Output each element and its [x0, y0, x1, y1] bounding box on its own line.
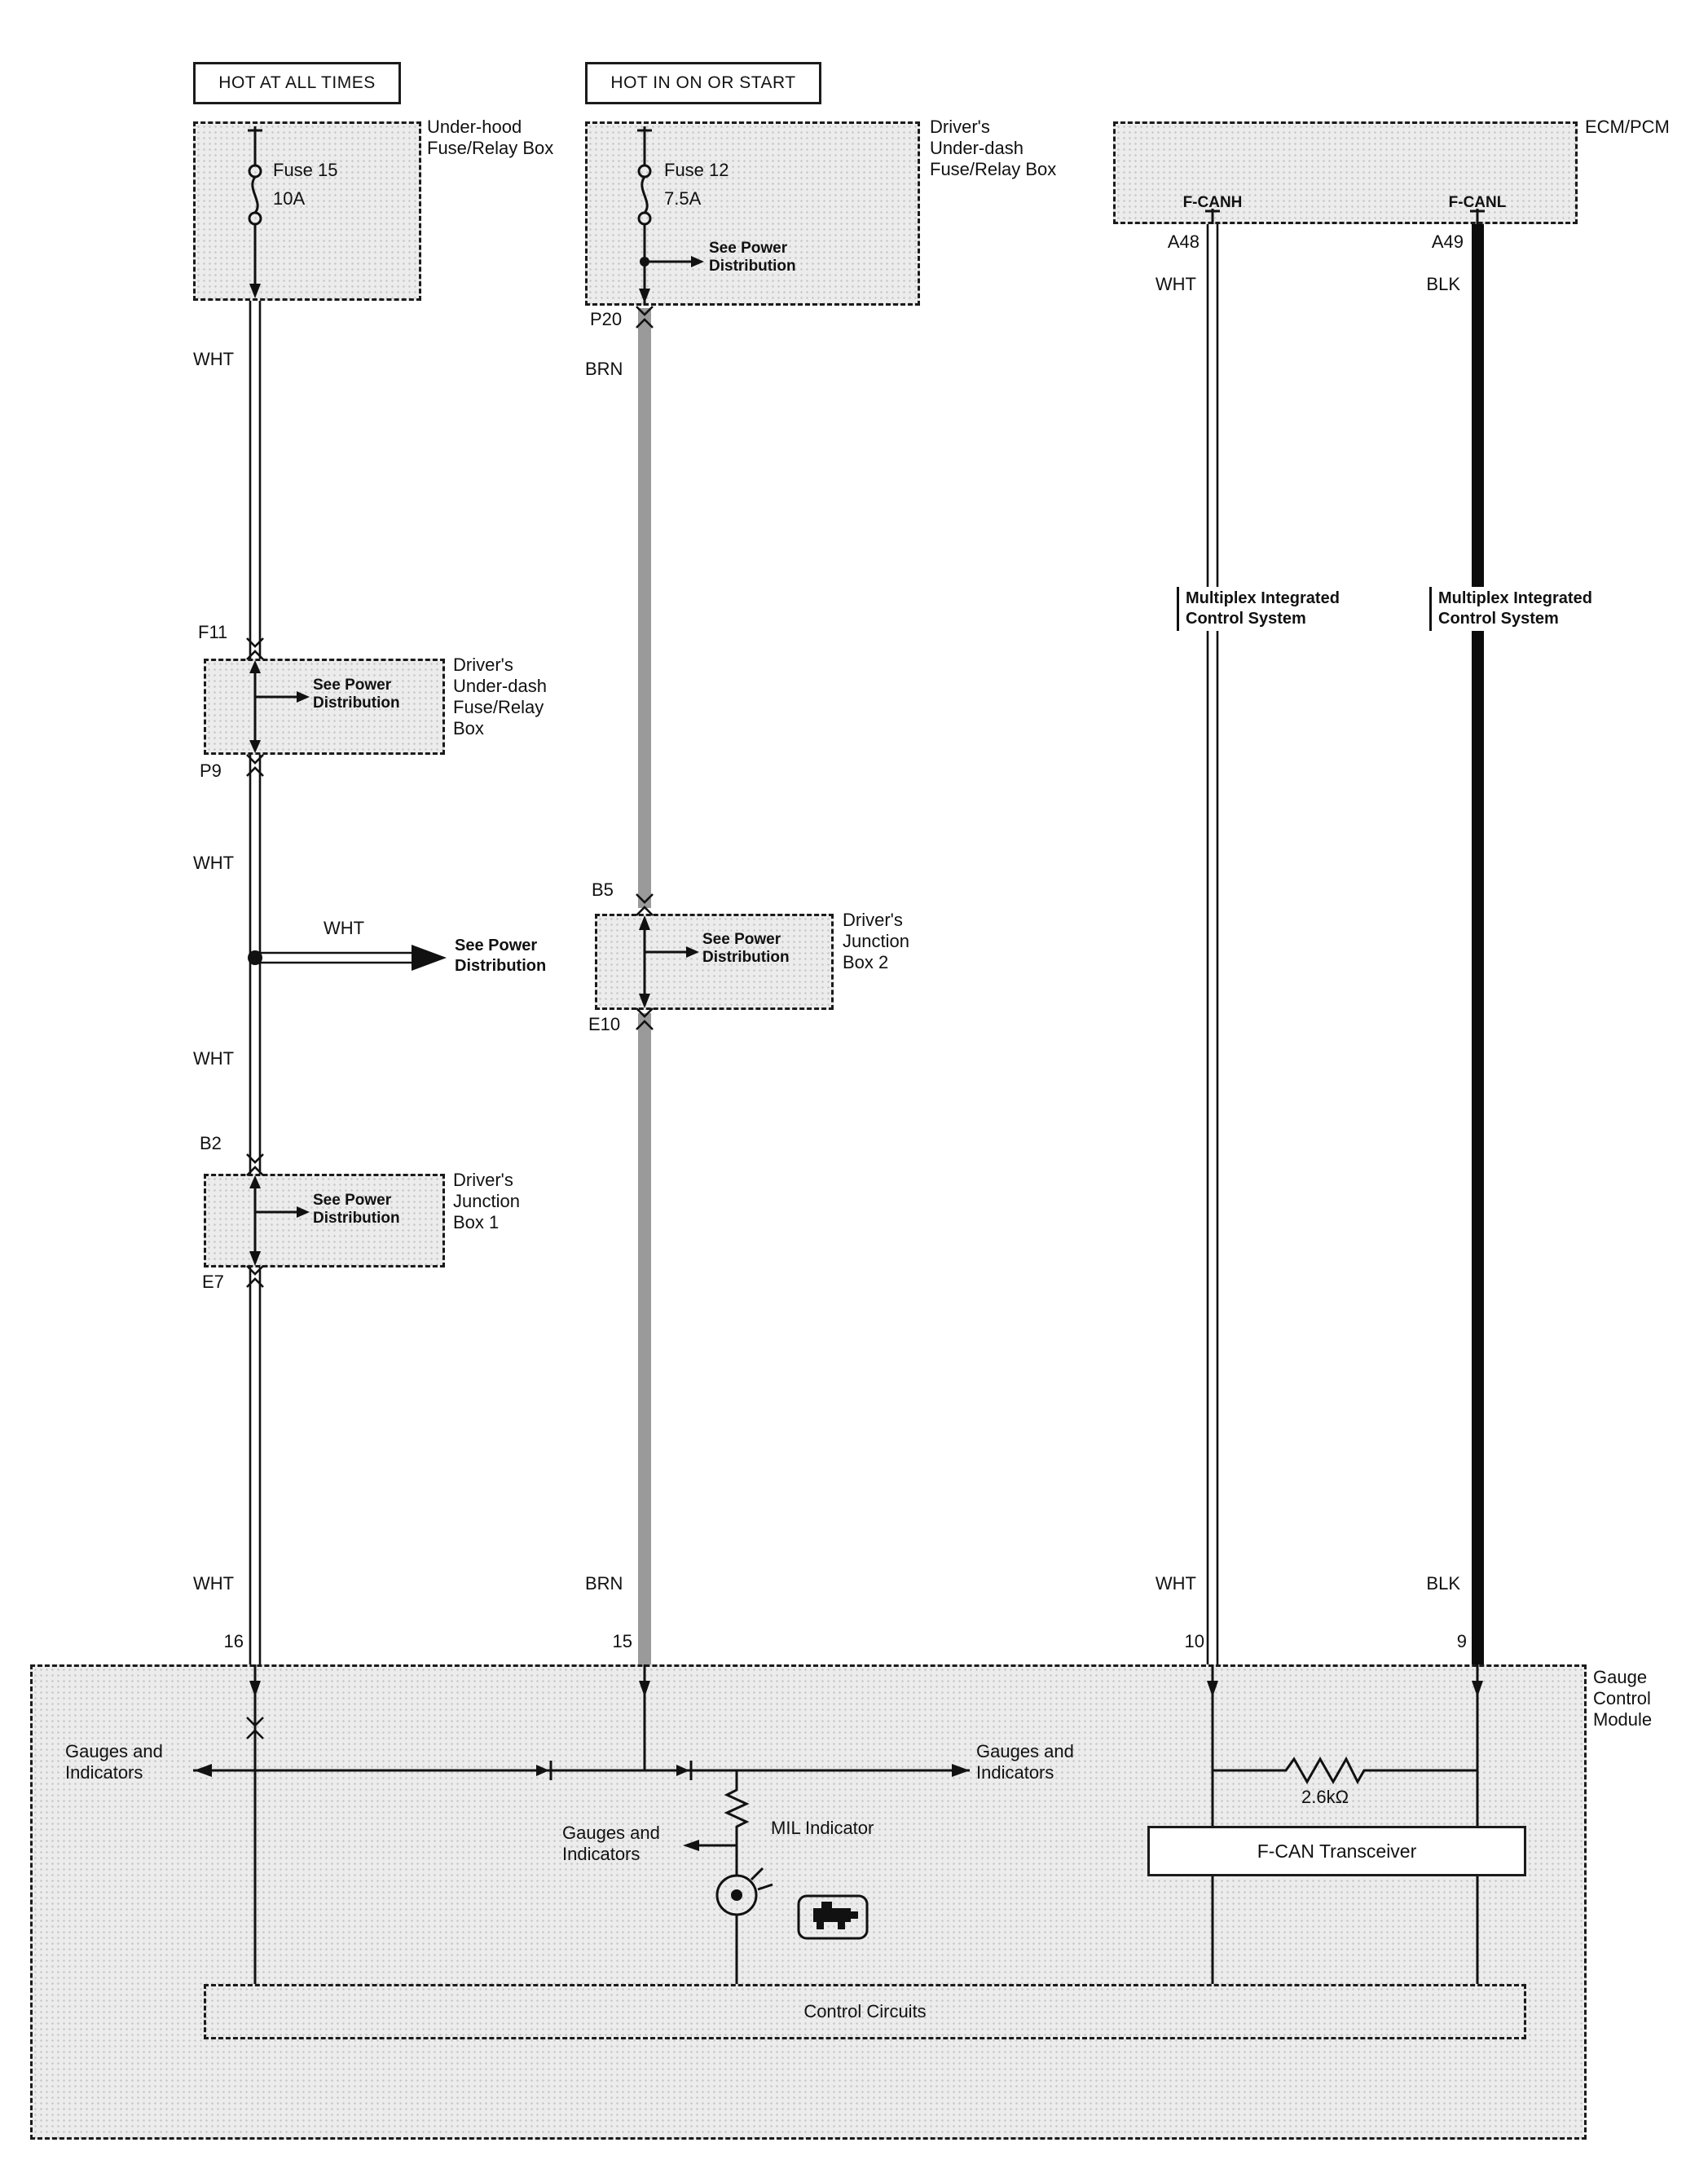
- multiplex-system-label-1: Multiplex Integrated Control System: [1177, 587, 1345, 631]
- underdash-fuse-relay-box-top: [585, 121, 920, 306]
- gauge-pin-9: 9: [1456, 1631, 1467, 1651]
- junction-dots: [248, 257, 649, 965]
- junction-box-2-label: Driver's Junction Box 2: [843, 910, 909, 972]
- pin-f11: F11: [198, 622, 228, 642]
- wire-color-wht-branch: WHT: [324, 918, 365, 938]
- control-circuits-box: Control Circuits: [204, 1984, 1526, 2039]
- fuse-15-rating: 10A: [273, 188, 306, 209]
- wire-color-brn-2: BRN: [585, 1573, 623, 1594]
- mil-indicator-label: MIL Indicator: [771, 1818, 874, 1838]
- hot-at-all-times-label: HOT AT ALL TIMES: [218, 73, 376, 92]
- gauge-pin-15: 15: [612, 1631, 632, 1651]
- see-power-distribution-4: See Power Distribution: [702, 931, 790, 967]
- wire-color-brn-1: BRN: [585, 359, 623, 379]
- gauges-indicators-mil: Gauges and Indicators: [562, 1823, 660, 1864]
- multiplex-system-label-2: Multiplex Integrated Control System: [1429, 587, 1597, 631]
- gauge-control-module-label: Gauge Control Module: [1593, 1667, 1653, 1730]
- gauge-pin-10: 10: [1184, 1631, 1204, 1651]
- wire-color-blk-can-bottom: BLK: [1426, 1573, 1460, 1594]
- pin-f-canh: F-CANH: [1182, 194, 1243, 211]
- mil-lamp-and-engine-glyph: [731, 1889, 858, 1929]
- brn-blk-wires: [638, 224, 1484, 1664]
- see-power-distribution-3: See Power Distribution: [709, 240, 796, 276]
- drivers-junction-box-2: [595, 914, 834, 1010]
- gauges-indicators-left: Gauges and Indicators: [65, 1741, 163, 1783]
- fuse-12-rating: 7.5A: [664, 188, 702, 209]
- connector-symbols: [246, 306, 654, 1739]
- wire-color-wht-can-top: WHT: [1155, 274, 1196, 294]
- resistor-value-label: 2.6kΩ: [1301, 1787, 1349, 1807]
- pin-b2: B2: [200, 1133, 222, 1153]
- gauges-indicators-right: Gauges and Indicators: [976, 1741, 1074, 1783]
- wire-color-wht-2: WHT: [193, 853, 235, 873]
- underhood-fuse-relay-box: [193, 121, 421, 301]
- pin-e10: E10: [588, 1014, 621, 1034]
- see-power-distribution-branch: See Power Distribution: [455, 937, 547, 975]
- junction-box-1-label: Driver's Junction Box 1: [453, 1170, 520, 1232]
- hot-in-on-or-start-header: HOT IN ON OR START: [585, 62, 821, 104]
- arrowheads: [194, 256, 1483, 1851]
- f-can-transceiver-label: F-CAN Transceiver: [1257, 1840, 1417, 1862]
- ecm-pcm-label: ECM/PCM: [1585, 117, 1670, 137]
- underhood-box-label: Under-hood Fuse/Relay Box: [427, 117, 554, 158]
- wire-color-wht-4: WHT: [193, 1573, 235, 1594]
- hot-at-all-times-header: HOT AT ALL TIMES: [193, 62, 401, 104]
- underdash-fuse-relay-box-left: [204, 659, 445, 755]
- wire-color-wht-1: WHT: [193, 349, 235, 369]
- ecm-pcm-box: [1113, 121, 1578, 224]
- gauge-control-module-box: [30, 1664, 1587, 2140]
- wire-color-wht-can-bottom: WHT: [1155, 1573, 1196, 1594]
- wht-wires: [249, 224, 1219, 1664]
- pin-a48: A48: [1167, 231, 1200, 252]
- pin-e7: E7: [202, 1272, 224, 1292]
- pin-a49: A49: [1431, 231, 1464, 252]
- pin-p9: P9: [200, 760, 222, 781]
- see-power-distribution-2: See Power Distribution: [313, 1192, 400, 1228]
- fuse-15-name: Fuse 15: [273, 160, 338, 180]
- pin-f-canl: F-CANL: [1448, 194, 1507, 211]
- hot-in-on-or-start-label: HOT IN ON OR START: [610, 73, 796, 92]
- pin-b5: B5: [592, 880, 614, 900]
- wire-color-wht-3: WHT: [193, 1048, 235, 1069]
- circuit-lines: [193, 126, 1485, 1984]
- f-can-transceiver-box: F-CAN Transceiver: [1147, 1826, 1526, 1876]
- see-power-distribution-1: See Power Distribution: [313, 677, 400, 712]
- pin-p20: P20: [590, 309, 623, 329]
- control-circuits-label: Control Circuits: [803, 2001, 927, 2021]
- underdash-box-left-label: Driver's Under-dash Fuse/Relay Box: [453, 655, 547, 738]
- drivers-junction-box-1: [204, 1174, 445, 1267]
- fuse-12-name: Fuse 12: [664, 160, 729, 180]
- gauge-pin-16: 16: [223, 1631, 244, 1651]
- wire-color-blk-can-top: BLK: [1426, 274, 1460, 294]
- underdash-box-top-label: Driver's Under-dash Fuse/Relay Box: [930, 117, 1057, 179]
